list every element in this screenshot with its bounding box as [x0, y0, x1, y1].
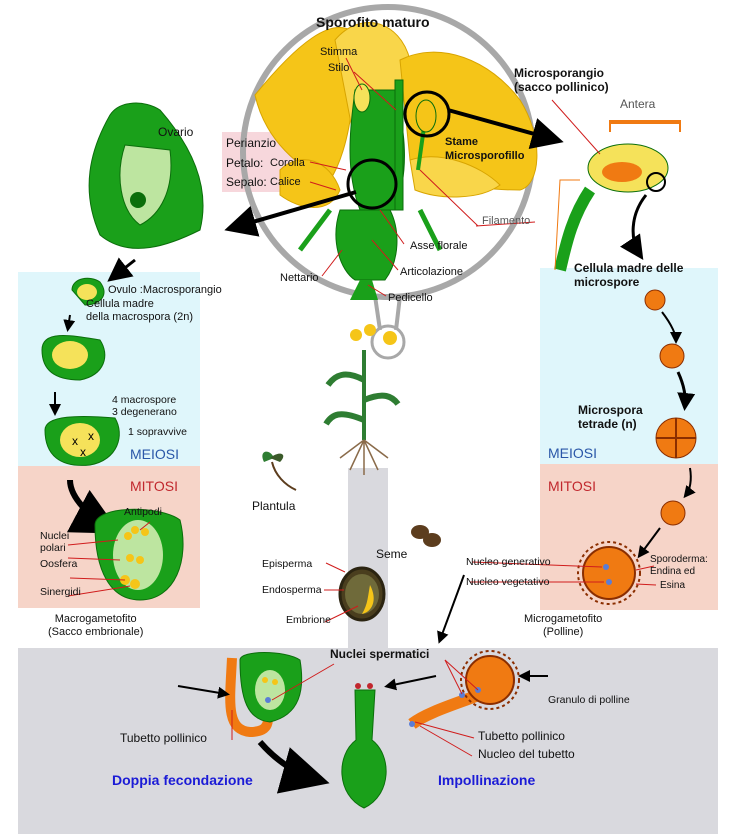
label-calice: Calice [270, 176, 301, 188]
svg-text:x: x [72, 434, 78, 448]
label-mitosi-left: MITOSI [130, 478, 178, 494]
label-nucleo-tubetto: Nucleo del tubetto [478, 747, 575, 761]
label-perianzio: Perianzio [226, 136, 277, 150]
mature-plant [323, 324, 401, 475]
label-stimma: Stimma [320, 46, 358, 58]
label-articolazione: Articolazione [400, 266, 463, 278]
label-sepalo: Sepalo: [226, 175, 267, 189]
label-impollinazione: Impollinazione [438, 772, 536, 788]
label-microsporangio: Microsporangio (sacco pollinico) [514, 66, 609, 94]
label-asse-florale: Asse florale [410, 240, 468, 252]
label-nettario: Nettario [280, 272, 319, 284]
label-microgametofito: Microgametofito (Polline) [524, 613, 603, 638]
label-macrogametofito: Macrogametofito (Sacco embrionale) [48, 613, 144, 638]
fertilized-pistil [341, 683, 387, 809]
anther-highlight [403, 90, 451, 138]
arrow-to-ovary [224, 190, 357, 237]
label-stilo: Stilo [328, 62, 350, 74]
label-microspora-tetrade: Microspora tetrade (n) [578, 403, 643, 431]
svg-text:x: x [80, 445, 86, 459]
arrow-to-anther [447, 108, 564, 149]
microspore-mother-cell [644, 289, 666, 311]
pollen-grain [577, 541, 641, 605]
seeds [411, 525, 441, 547]
label-petalo: Petalo: [226, 156, 264, 170]
label-granulo-polline: Granulo di polline [548, 694, 630, 706]
label-cellula-madre-macrospora: Cellula madre della macrospora (2n) [86, 298, 193, 323]
label-filamento: Filamento [482, 215, 531, 227]
label-nucleo-vegetativo: Nucleo vegetativo [466, 576, 550, 588]
label-nuclei-polari: Nuclei polari [40, 530, 70, 555]
label-ovario: Ovario [158, 125, 194, 139]
label-pedicello: Pedicello [388, 292, 433, 304]
label-nucleo-generativo: Nucleo generativo [466, 556, 551, 568]
label-antera: Antera [620, 97, 656, 111]
label-stame: Stame [445, 136, 479, 148]
label-meiosi-left: MEIOSI [130, 446, 180, 462]
label-antipodi: Antipodi [124, 506, 162, 518]
seedling [262, 451, 297, 491]
label-nuclei-spermatici: Nuclei spermatici [330, 647, 430, 661]
label-corolla: Corolla [270, 157, 305, 169]
leader-lines [67, 57, 657, 757]
label-esina: Esina [660, 580, 686, 591]
label-endosperma: Endosperma [262, 584, 322, 596]
title-sporofito-maturo: Sporofito maturo [316, 14, 430, 30]
ovary-highlight [346, 158, 398, 210]
stamen-anther [415, 99, 437, 133]
label-embrione: Embrione [286, 614, 331, 626]
svg-text:x: x [88, 429, 94, 443]
label-meiosi-right: MEIOSI [548, 445, 598, 461]
label-seme: Seme [376, 547, 408, 561]
label-tubetto-pollinico-left: Tubetto pollinico [120, 731, 207, 745]
label-sporoderma: Sporoderma: Endina ed [650, 554, 708, 577]
label-episperma: Episperma [262, 558, 313, 570]
label-sinergidi: Sinergidi [40, 586, 81, 598]
label-oosfera: Oosfera [40, 558, 78, 570]
label-doppia-fecondazione: Doppia fecondazione [112, 772, 253, 788]
seed-section [338, 566, 386, 622]
label-cellula-madre-microspore: Cellula madre delle microspore [574, 261, 684, 289]
label-tubetto-pollinico-right: Tubetto pollinico [478, 729, 565, 743]
label-sopravvive: 1 sopravvive [128, 426, 187, 438]
label-plantula: Plantula [252, 499, 296, 513]
label-mitosi-right: MITOSI [548, 478, 596, 494]
label-ovulo: Ovulo :Macrosporangio [108, 284, 222, 296]
label-macrospore: 4 macrospore 3 degenerano [112, 394, 177, 419]
label-microsporofillo: Microsporofillo [445, 150, 525, 162]
stigma [353, 83, 371, 113]
petal-lower [279, 159, 341, 208]
